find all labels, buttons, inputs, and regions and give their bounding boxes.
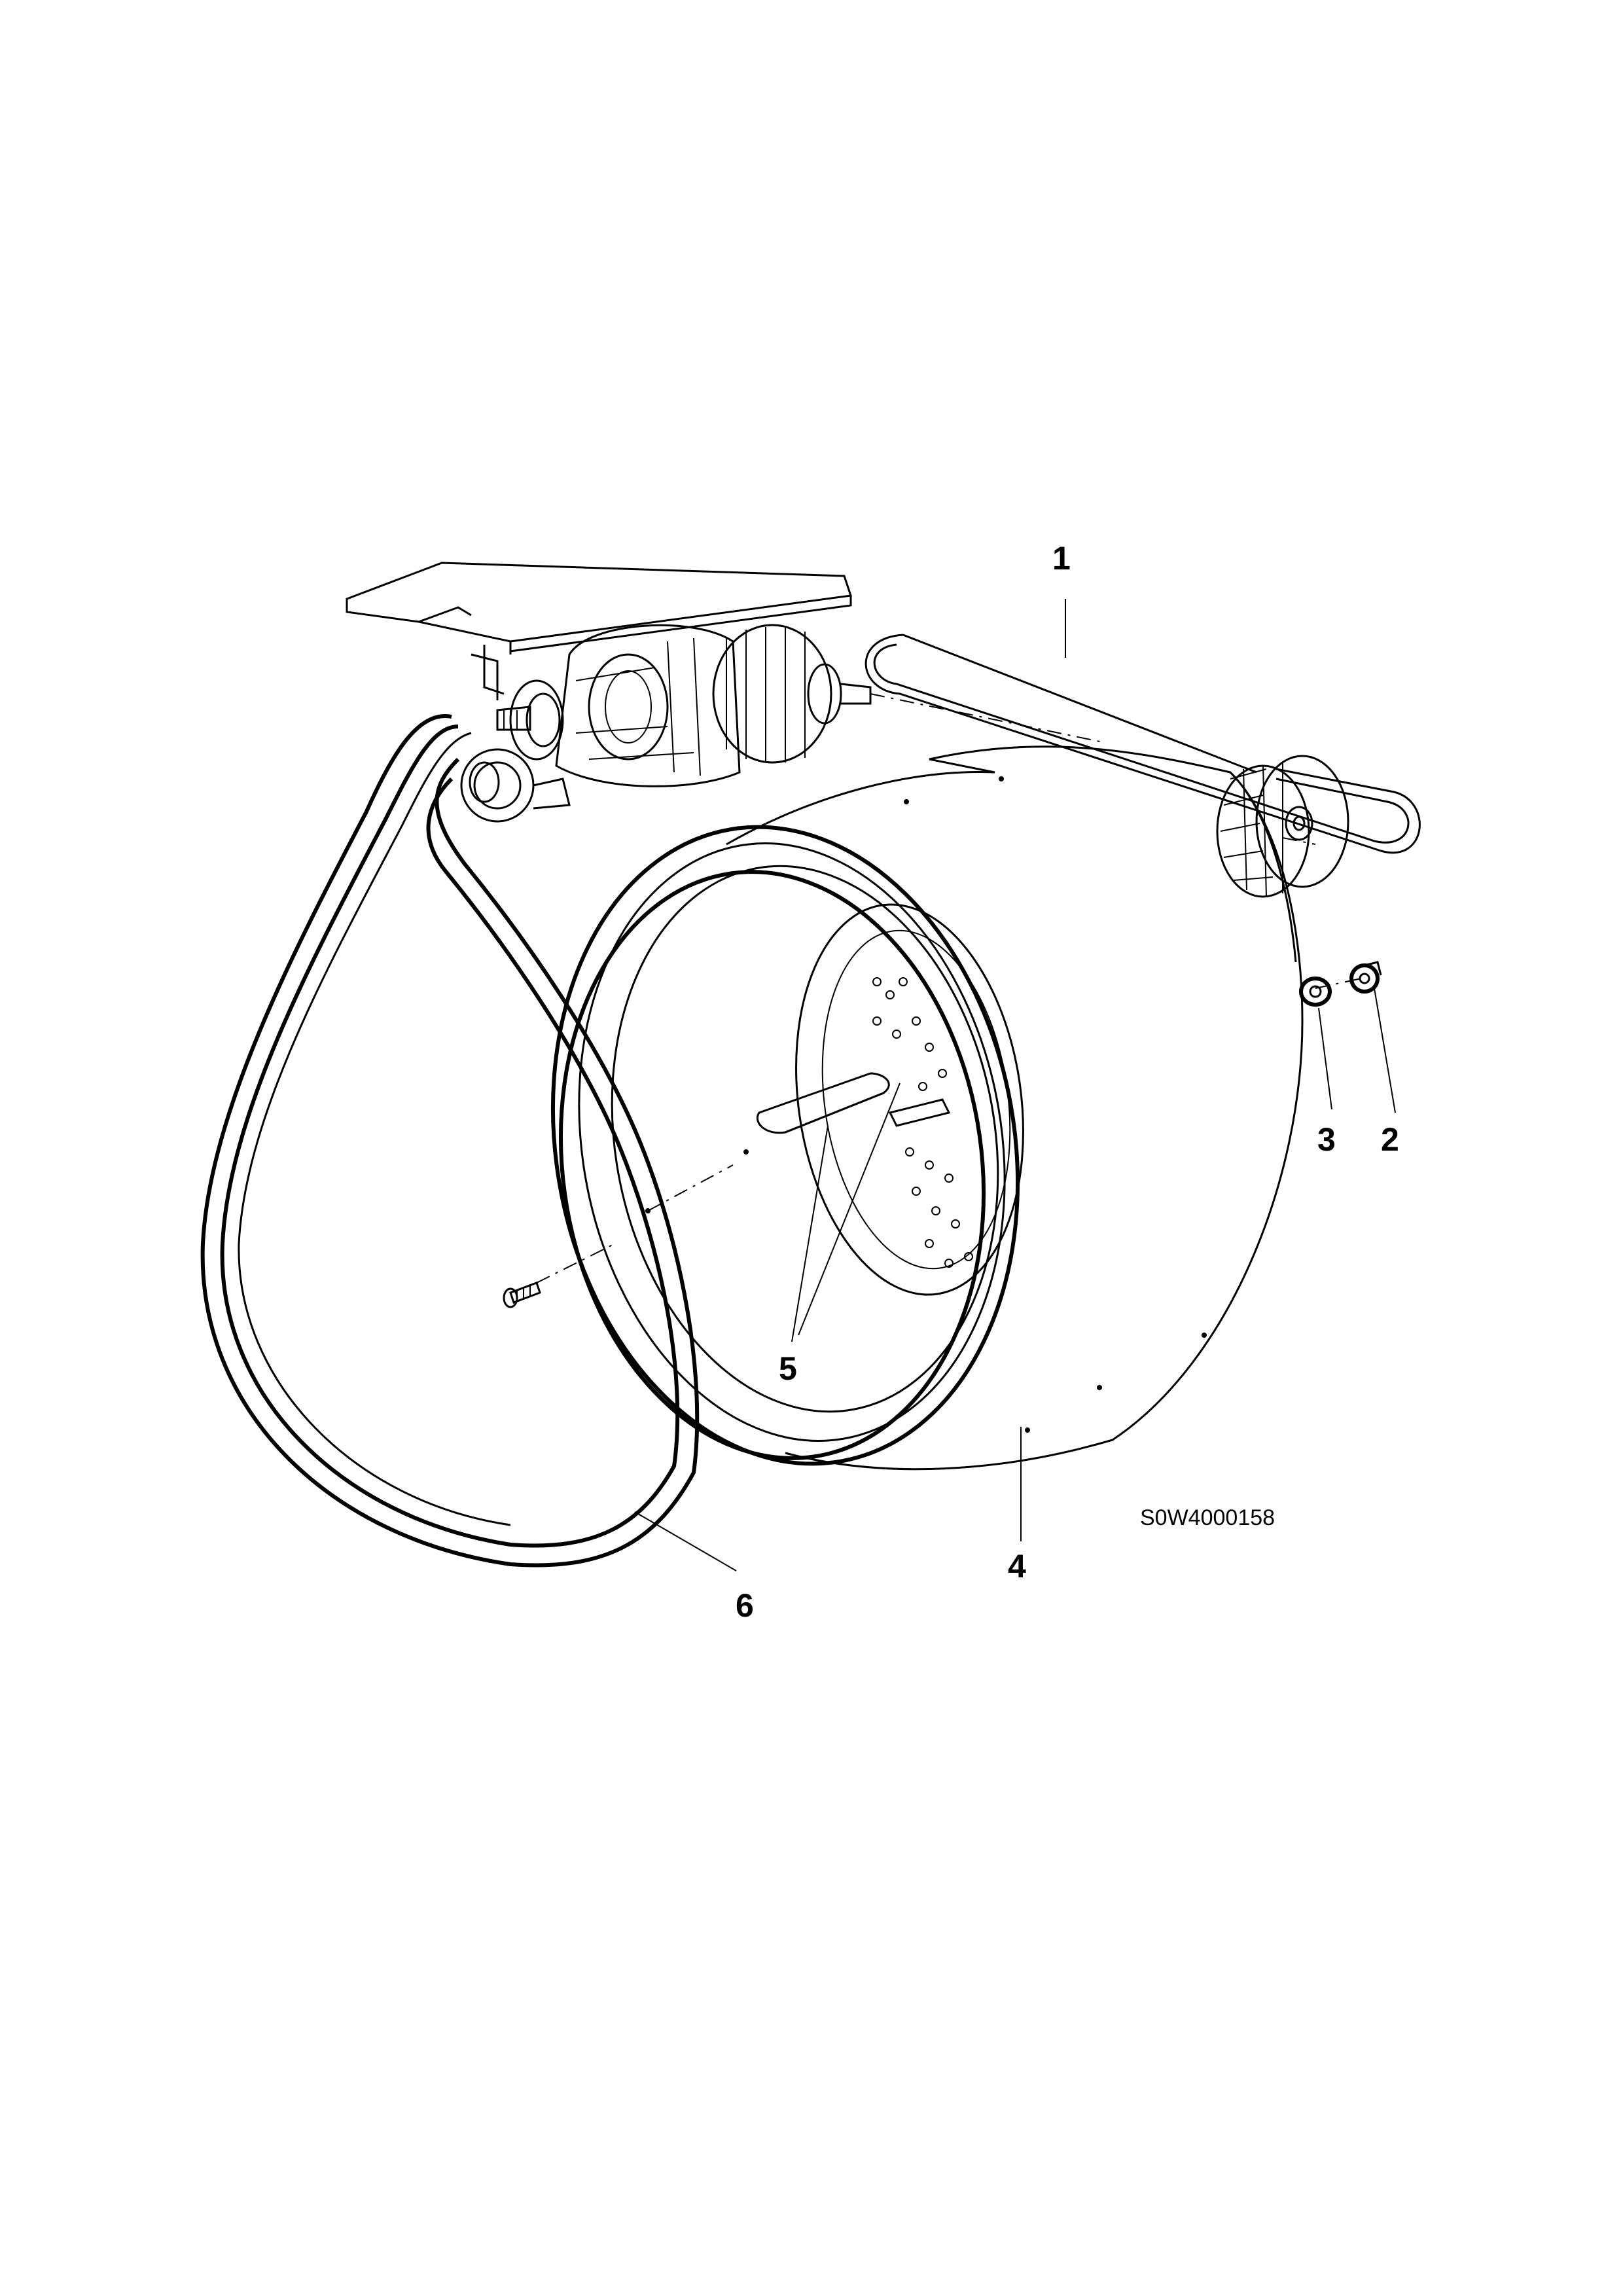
- callout-1: 1: [1052, 540, 1071, 577]
- drum: [550, 745, 1304, 1471]
- callout-2: 2: [1381, 1121, 1399, 1158]
- assembly-axis-lines: [536, 693, 1362, 1283]
- retaining-clip: [1349, 961, 1382, 994]
- fan-impeller: [1216, 755, 1349, 898]
- callout-4: 4: [1008, 1548, 1026, 1585]
- callout-5: 5: [779, 1350, 797, 1387]
- leader-lines: [634, 599, 1396, 1571]
- screw: [503, 1282, 541, 1308]
- washer: [1299, 977, 1332, 1007]
- fan-belt: [865, 634, 1421, 853]
- drawing-code: S0W4000158: [1140, 1505, 1275, 1530]
- drum-perforations: [872, 977, 973, 1268]
- motor-assembly: [346, 562, 872, 823]
- drive-belt: [200, 714, 700, 1568]
- lifter-paddle: [757, 1072, 890, 1134]
- callout-6: 6: [736, 1587, 754, 1624]
- callout-3: 3: [1317, 1121, 1336, 1158]
